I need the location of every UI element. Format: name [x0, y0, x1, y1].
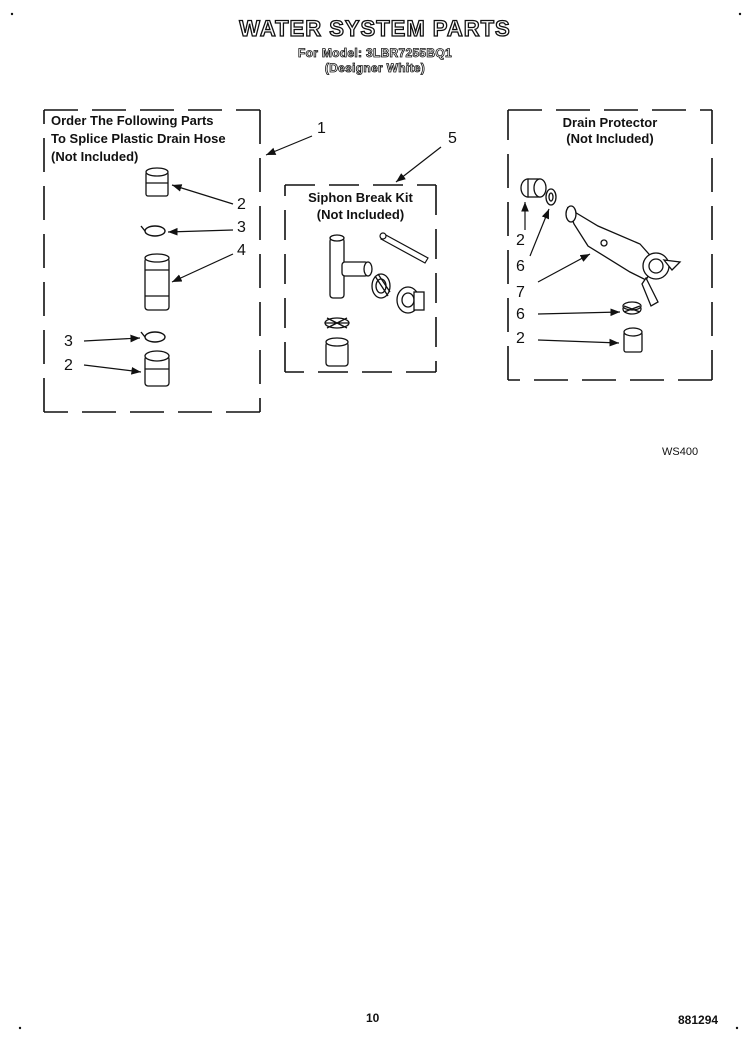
splice-connector-bottom: [144, 350, 170, 387]
callout-drain-6b: 6: [516, 306, 525, 323]
drain-end-cap: [520, 178, 547, 198]
siphon-group-label-line-2: (Not Included): [316, 207, 405, 222]
leader-splice-1: [265, 135, 313, 156]
drain-washer-bottom: [622, 301, 642, 315]
drain-washer-top: [545, 188, 557, 206]
splice-coupling: [144, 253, 170, 311]
leader-splice-4: [171, 253, 234, 283]
variant-line: (Designer White): [324, 61, 426, 76]
drain-connector: [623, 327, 643, 353]
callout-splice-2b: 2: [64, 357, 73, 374]
siphon-pin: [379, 232, 429, 264]
drain-body: [565, 205, 682, 307]
siphon-group-border: [284, 184, 437, 373]
siphon-group-label-line-1: Siphon Break Kit: [308, 190, 413, 205]
callout-splice-2a: 2: [237, 196, 246, 213]
page-title: WATER SYSTEM PARTS: [239, 15, 511, 41]
callout-splice-3b: 3: [64, 333, 73, 350]
page-number: 10: [366, 1011, 380, 1025]
callout-drain-2a: 2: [516, 232, 525, 249]
leader-drain-7: [537, 253, 591, 283]
splice-group-label-line-1: Order The Following Parts: [51, 113, 214, 128]
leader-splice-3b: [83, 334, 141, 343]
callout-siphon-5: 5: [448, 130, 457, 147]
callout-drain-6a: 6: [516, 258, 525, 275]
drain-group-border: [507, 109, 713, 381]
drain-group-label-line-1: Drain Protector: [562, 115, 658, 130]
splice-group-label-line-3: (Not Included): [51, 149, 139, 164]
siphon-tee: [329, 234, 373, 299]
callout-splice-3a: 3: [237, 219, 246, 236]
callout-splice-1: 1: [317, 120, 326, 137]
splice-group-border: [43, 109, 261, 413]
siphon-spring: [324, 317, 350, 329]
leader-splice-2a: [171, 184, 234, 205]
splice-clamp-top: [140, 225, 166, 237]
leader-splice-2b: [83, 364, 142, 375]
callout-drain-2b: 2: [516, 330, 525, 347]
diagram-code: WS400: [662, 446, 699, 458]
model-line: For Model: 3LBR7255BQ1: [298, 46, 452, 61]
callout-splice-4: 4: [237, 242, 246, 259]
leader-drain-6a: [529, 208, 550, 257]
leader-splice-3a: [167, 227, 234, 236]
splice-group-label-line-2: To Splice Plastic Drain Hose: [51, 131, 226, 146]
siphon-cap: [396, 286, 425, 314]
drain-group-label-line-2: (Not Included): [566, 131, 654, 146]
splice-connector-top: [145, 167, 169, 197]
siphon-ring: [371, 273, 391, 299]
document-number: 881294: [678, 1013, 719, 1027]
leader-drain-6b: [537, 308, 621, 317]
leader-siphon-5: [395, 146, 442, 183]
siphon-connector: [325, 337, 349, 367]
callout-drain-7: 7: [516, 284, 525, 301]
splice-clamp-bottom: [140, 331, 166, 343]
leader-drain-2b: [537, 338, 620, 347]
